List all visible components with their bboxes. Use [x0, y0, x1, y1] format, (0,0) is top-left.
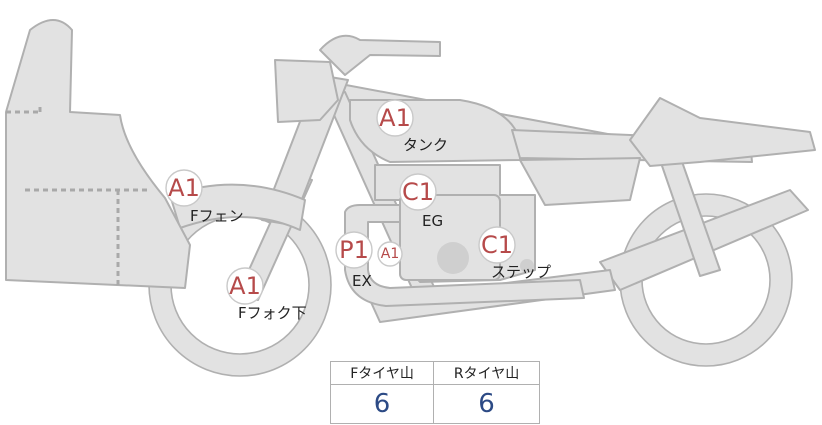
label-step: ステップ	[491, 263, 551, 281]
label-front-fork: Fフォク下	[238, 304, 307, 322]
label-tank: タンク	[403, 136, 448, 154]
header-rear-tire: Rタイヤ山	[433, 361, 540, 385]
tire-tread-table: Fタイヤ山 Rタイヤ山 6 6	[329, 361, 540, 424]
badge-exhaust-sub[interactable]: A1	[377, 241, 403, 267]
front-fender	[169, 183, 306, 231]
front-fairing	[5, 19, 191, 289]
value-rear-tire: 6	[433, 384, 540, 424]
side-cover	[519, 157, 641, 206]
badge-exhaust[interactable]: P1	[335, 231, 373, 269]
header-front-tire: Fタイヤ山	[329, 361, 435, 385]
badge-front-fork[interactable]: A1	[226, 267, 264, 305]
svg-text:C1: C1	[402, 178, 434, 206]
svg-text:A1: A1	[229, 272, 261, 300]
svg-text:P1: P1	[339, 236, 369, 264]
badge-engine[interactable]: C1	[399, 173, 437, 211]
handlebar	[319, 34, 441, 76]
svg-text:A1: A1	[379, 104, 411, 132]
svg-text:A1: A1	[381, 246, 399, 262]
badge-step[interactable]: C1	[478, 226, 516, 264]
label-engine: EG	[422, 212, 443, 230]
badge-tank[interactable]: A1	[376, 99, 414, 137]
label-exhaust: EX	[352, 272, 372, 290]
tail-cowl	[629, 97, 816, 167]
value-front-tire: 6	[329, 384, 435, 424]
badge-front-fender[interactable]: A1	[165, 169, 203, 207]
headlight-cowl	[274, 59, 339, 123]
label-front-fender: Fフェン	[190, 207, 244, 225]
svg-text:C1: C1	[481, 231, 513, 259]
svg-text:A1: A1	[168, 174, 200, 202]
exhaust-pipe	[344, 204, 585, 307]
